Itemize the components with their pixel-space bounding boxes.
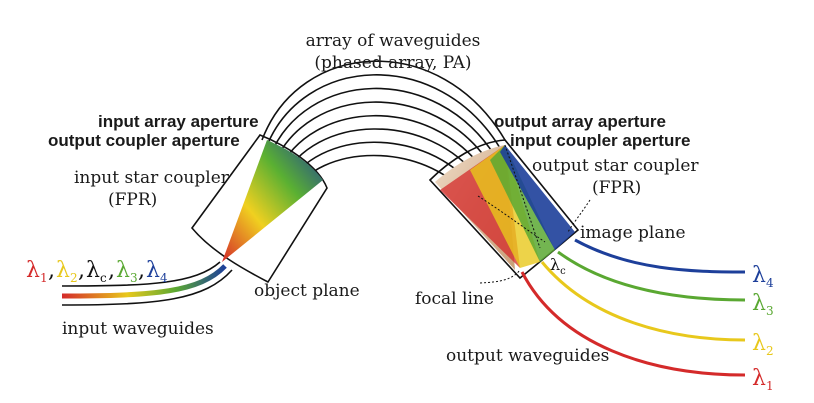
output-lambda-1: λ1 (752, 366, 774, 393)
output-lambda-4: λ4 (752, 263, 774, 290)
input-lambda-1: λ1 (26, 258, 48, 285)
input-waveguides (61, 261, 233, 306)
array-title-1: array of waveguides (306, 31, 481, 51)
output-waveguides-label: output waveguides (446, 346, 609, 366)
output-star-coupler-label: output star coupler (532, 156, 699, 176)
input-wavelength-list: λ1 , λ2 , λc , λ3 , λ4 (26, 258, 168, 285)
input-array-aperture-label: input array aperture (98, 112, 259, 131)
input-lambda-2: λ2 (56, 258, 78, 285)
input-waveguides-label: input waveguides (62, 319, 214, 339)
comma-2: , (78, 258, 85, 283)
output-array-aperture-label: output array aperture (494, 112, 666, 131)
output-lambda-2: λ2 (752, 331, 774, 358)
input-lambda-c: λc (86, 258, 107, 285)
input-lambda-3: λ3 (116, 258, 138, 285)
object-plane-label: object plane (254, 281, 360, 301)
input-fpr-label: (FPR) (108, 190, 157, 210)
array-title-2: (phased array, PA) (314, 53, 471, 73)
input-star-coupler (190, 134, 328, 284)
comma-3: , (108, 258, 115, 283)
focal-line-label: focal line (415, 289, 494, 309)
fpr-pointer (567, 199, 591, 233)
input-star-coupler-label: input star coupler (74, 168, 230, 188)
input-coupler-aperture-label: input coupler aperture (510, 131, 690, 150)
output-waveguides (520, 238, 746, 377)
output-lambda-3: λ3 (752, 291, 774, 318)
image-plane-label: image plane (580, 223, 686, 243)
output-fpr-label: (FPR) (592, 178, 641, 198)
output-coupler-aperture-label: output coupler aperture (48, 131, 240, 150)
comma-4: , (138, 258, 145, 283)
focal-lambda-c: λc (550, 255, 566, 277)
comma-1: , (48, 258, 55, 283)
input-lambda-4: λ4 (146, 258, 168, 285)
focal-line-pointer (479, 269, 521, 284)
output-star-coupler (428, 139, 580, 280)
